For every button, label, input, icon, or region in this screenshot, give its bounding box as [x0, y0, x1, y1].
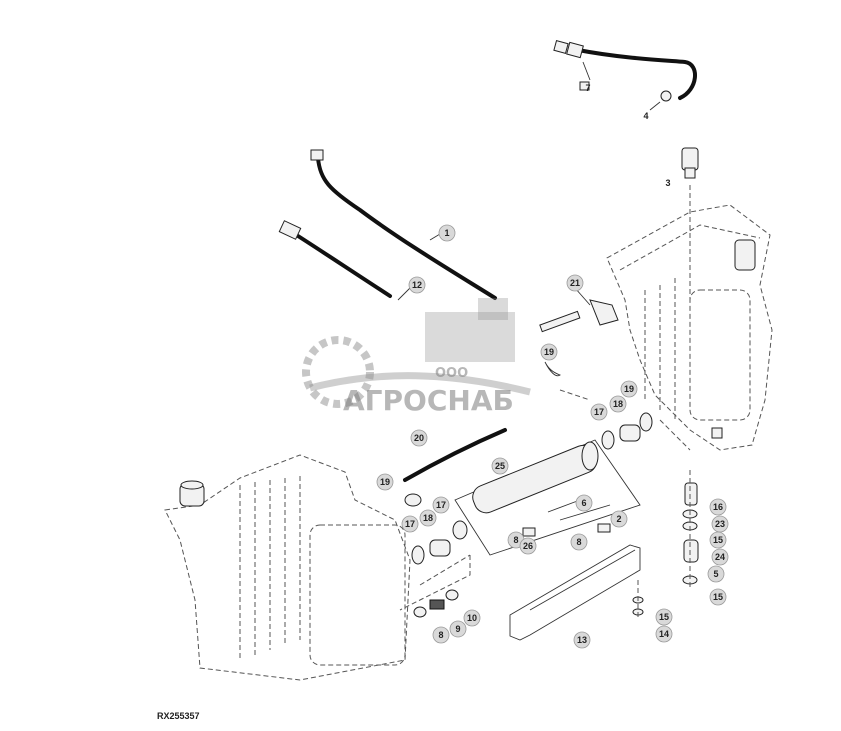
upper-hose-assembly: [553, 40, 697, 111]
callout-12[interactable]: 12: [408, 276, 426, 294]
callout-19-left[interactable]: 19: [376, 473, 394, 491]
svg-text:15: 15: [659, 612, 669, 622]
callout-8-right[interactable]: 8: [570, 533, 588, 551]
bolt-bracket-21: [539, 287, 619, 377]
callout-19-upper[interactable]: 19: [540, 343, 558, 361]
svg-text:25: 25: [495, 461, 505, 471]
callout-18-right[interactable]: 18: [609, 395, 627, 413]
callout-8-bottom[interactable]: 8: [432, 626, 450, 644]
clamps-and-couplings: [404, 412, 653, 618]
hose-12: [278, 220, 411, 301]
callout-17-left-a[interactable]: 17: [432, 496, 450, 514]
hose-20: [403, 428, 507, 482]
label-4: 4: [643, 111, 648, 121]
svg-text:17: 17: [594, 407, 604, 417]
callout-9[interactable]: 9: [449, 620, 467, 638]
svg-text:18: 18: [423, 513, 433, 523]
callout-20[interactable]: 20: [410, 429, 428, 447]
svg-text:24: 24: [715, 552, 725, 562]
svg-text:8: 8: [438, 630, 443, 640]
svg-text:1: 1: [444, 228, 449, 238]
callout-19-right[interactable]: 19: [620, 380, 638, 398]
svg-text:6: 6: [581, 498, 586, 508]
svg-text:21: 21: [570, 278, 580, 288]
mounting-bracket-13: [509, 544, 641, 641]
svg-text:9: 9: [455, 624, 460, 634]
watermark-brand-text: АГРОСНАБ: [343, 384, 514, 417]
isolator-stack: [632, 482, 699, 616]
svg-text:20: 20: [414, 433, 424, 443]
leader-lines: [399, 389, 691, 620]
svg-text:12: 12: [412, 280, 422, 290]
callout-15-c[interactable]: 15: [655, 608, 673, 626]
left-tank: [164, 454, 411, 681]
callout-5[interactable]: 5: [707, 565, 725, 583]
callout-16[interactable]: 16: [709, 498, 727, 516]
callout-17-left-b[interactable]: 17: [401, 515, 419, 533]
callout-14[interactable]: 14: [655, 625, 673, 643]
svg-text:8: 8: [576, 537, 581, 547]
callout-15-b[interactable]: 15: [709, 588, 727, 606]
callout-10[interactable]: 10: [463, 609, 481, 627]
right-tank: [606, 147, 773, 451]
svg-text:10: 10: [467, 613, 477, 623]
svg-text:19: 19: [624, 384, 634, 394]
svg-text:8: 8: [513, 535, 518, 545]
callout-18-left[interactable]: 18: [419, 509, 437, 527]
svg-text:15: 15: [713, 535, 723, 545]
svg-text:15: 15: [713, 592, 723, 602]
callout-2[interactable]: 2: [610, 510, 628, 528]
callout-23[interactable]: 23: [711, 515, 729, 533]
callout-25[interactable]: 25: [491, 457, 509, 475]
label-7: 7: [585, 83, 590, 93]
callout-21[interactable]: 21: [566, 274, 584, 292]
cooler-assembly-25: [454, 439, 641, 556]
callout-24[interactable]: 24: [711, 548, 729, 566]
callout-6[interactable]: 6: [575, 494, 593, 512]
svg-text:5: 5: [713, 569, 718, 579]
plain-labels: 7 4 3: [585, 83, 670, 188]
svg-text:23: 23: [715, 519, 725, 529]
svg-text:2: 2: [616, 514, 621, 524]
agrosnab-watermark: ООО АГРОСНАБ: [302, 298, 531, 417]
svg-text:17: 17: [436, 500, 446, 510]
callout-13[interactable]: 13: [573, 631, 591, 649]
watermark-small-text: ООО: [435, 366, 468, 381]
label-3: 3: [665, 178, 670, 188]
svg-text:19: 19: [544, 347, 554, 357]
hose-1: [310, 149, 497, 300]
figure-reference-code: RX255357: [157, 711, 200, 721]
svg-text:26: 26: [523, 541, 533, 551]
callout-17-right-a[interactable]: 17: [590, 403, 608, 421]
svg-text:17: 17: [405, 519, 415, 529]
svg-text:14: 14: [659, 629, 669, 639]
svg-text:18: 18: [613, 399, 623, 409]
callout-1[interactable]: 1: [438, 224, 456, 242]
svg-text:16: 16: [713, 502, 723, 512]
callout-26[interactable]: 26: [519, 537, 537, 555]
svg-text:13: 13: [577, 635, 587, 645]
callout-markers: 1 12 21 19 20 17 18 19 25 6 2 8 26 8 19 …: [376, 224, 729, 649]
svg-text:19: 19: [380, 477, 390, 487]
callout-15-a[interactable]: 15: [709, 531, 727, 549]
